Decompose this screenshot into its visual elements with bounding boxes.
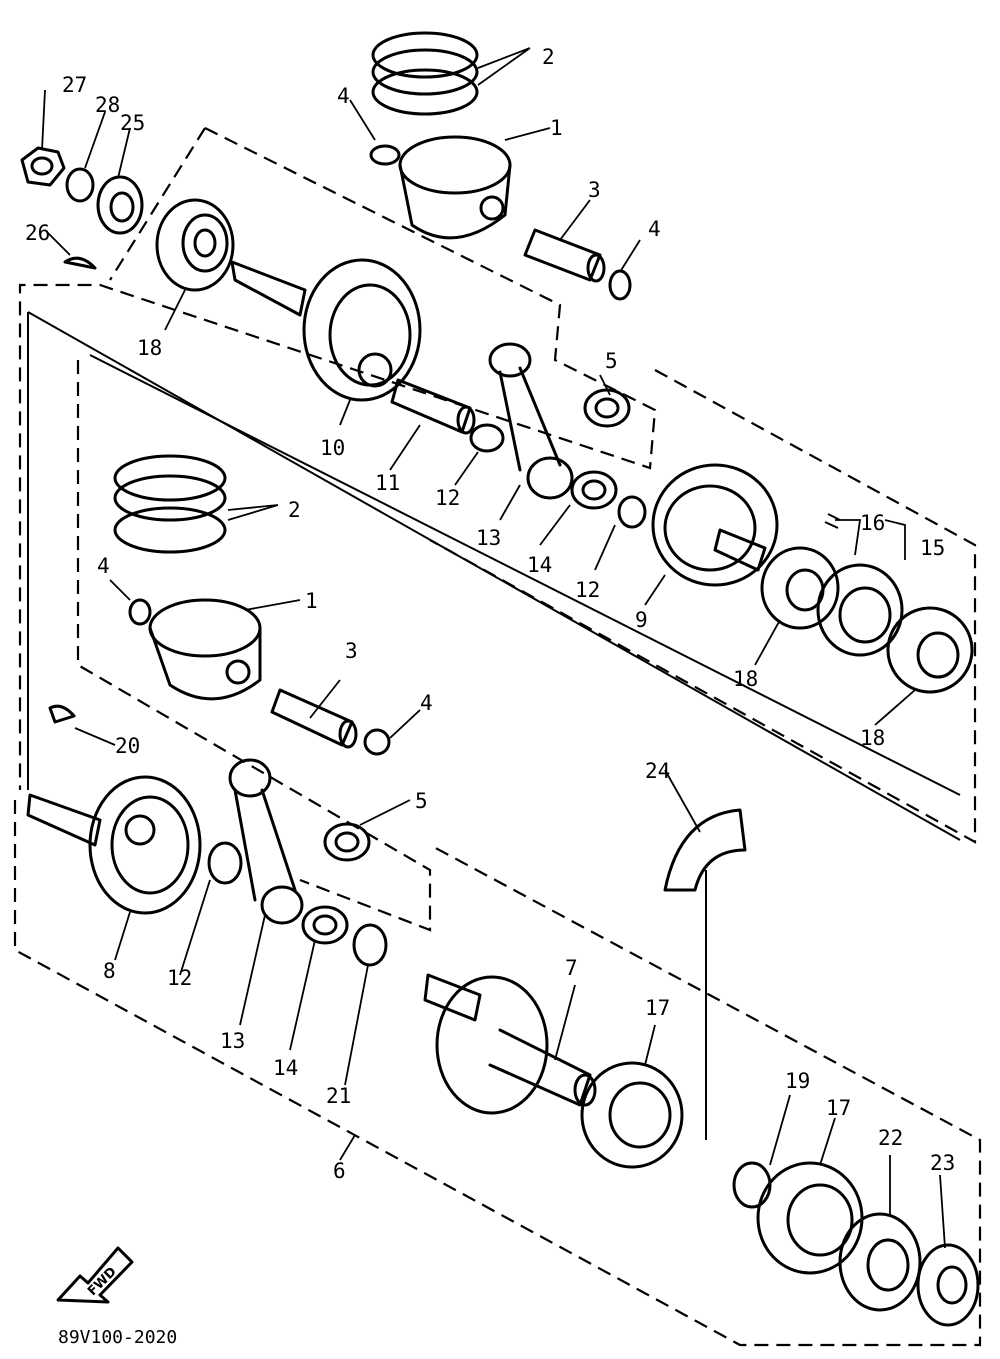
callout-4d: 4 xyxy=(420,691,433,715)
callout-20: 20 xyxy=(115,734,140,758)
circlip-upper-right xyxy=(608,269,632,301)
callout-13a: 13 xyxy=(476,526,501,550)
piston-upper xyxy=(398,135,512,240)
crank-half-10 xyxy=(230,258,422,402)
upper-crank-assembly-boundary xyxy=(18,127,657,790)
callout-12c: 12 xyxy=(167,966,192,990)
circlip-lower-left xyxy=(128,598,152,626)
inner-crank-assembly-boundary xyxy=(76,360,432,932)
callout-2b: 2 xyxy=(288,498,301,522)
woodruff-key-upper xyxy=(63,256,97,270)
callout-23: 23 xyxy=(930,1151,955,1175)
connecting-rod-upper xyxy=(488,342,574,500)
callout-5a: 5 xyxy=(605,349,618,373)
callout-8: 8 xyxy=(103,959,116,983)
bearing-housing-15 xyxy=(816,513,904,657)
fwd-arrow-icon: FWD xyxy=(56,1246,134,1304)
piston-ring-set-lower xyxy=(113,454,227,554)
callout-3a: 3 xyxy=(588,178,601,202)
piston-pin-upper xyxy=(523,228,606,283)
lock-washer xyxy=(65,167,95,203)
callout-11: 11 xyxy=(375,471,400,495)
callout-4c: 4 xyxy=(97,554,110,578)
callout-17a: 17 xyxy=(645,996,670,1020)
callout-18a: 18 xyxy=(137,336,162,360)
callout-4a: 4 xyxy=(337,84,350,108)
crank-pin-11 xyxy=(390,378,476,435)
callout-3b: 3 xyxy=(345,639,358,663)
callout-1a: 1 xyxy=(550,116,563,140)
callout-28: 28 xyxy=(95,93,120,117)
callout-27: 27 xyxy=(62,73,87,97)
thrust-washer-12-upper-b xyxy=(617,495,647,529)
crank-half-8 xyxy=(26,775,202,915)
callout-21: 21 xyxy=(326,1084,351,1108)
crank-set-solid-boundary xyxy=(89,354,961,796)
callout-12a: 12 xyxy=(435,486,460,510)
callout-13b: 13 xyxy=(220,1029,245,1053)
callout-14b: 14 xyxy=(273,1056,298,1080)
oil-seal xyxy=(96,175,144,235)
half-ring-24 xyxy=(663,808,747,892)
needle-bearing-5-upper xyxy=(583,388,631,428)
woodruff-key-lower xyxy=(48,704,76,724)
thrust-washer-21 xyxy=(352,923,388,967)
callout-26: 26 xyxy=(25,221,50,245)
circlip-upper-left xyxy=(369,144,401,166)
piston-pin-lower xyxy=(270,688,358,749)
shim-19 xyxy=(732,1161,772,1209)
bearing-18-right-b xyxy=(886,606,974,694)
needle-bearing-5-lower xyxy=(323,822,371,862)
lower-crank-assembly-boundary xyxy=(13,800,982,1347)
oil-seal-22 xyxy=(838,1212,922,1312)
callout-14a: 14 xyxy=(527,553,552,577)
crank-half-9 xyxy=(651,463,779,587)
bearing-17-lower xyxy=(756,1161,864,1275)
crank-right-half-boundary xyxy=(429,369,977,844)
callout-19: 19 xyxy=(785,1069,810,1093)
diagram-code: 89V100-2020 xyxy=(58,1327,177,1348)
circlip-lower-right xyxy=(363,728,391,756)
callout-labels: 27 28 25 26 18 2 4 1 3 4 5 10 11 12 13 1… xyxy=(25,45,955,1183)
nut xyxy=(20,146,66,187)
callout-15: 15 xyxy=(920,536,945,560)
piston-lower xyxy=(148,598,262,701)
callout-7: 7 xyxy=(565,956,578,980)
callout-9: 9 xyxy=(635,608,648,632)
gear-23 xyxy=(916,1243,980,1327)
callout-1b: 1 xyxy=(305,589,318,613)
bearing-18-upper xyxy=(155,198,235,292)
callout-6: 6 xyxy=(333,1159,346,1183)
callout-10: 10 xyxy=(320,436,345,460)
callout-5b: 5 xyxy=(415,789,428,813)
bearing-17-upper xyxy=(580,1061,684,1169)
callout-22: 22 xyxy=(878,1126,903,1150)
upper-crank-assembly-boundary-2 xyxy=(109,127,206,281)
crank-half-7 xyxy=(423,973,597,1115)
callout-25: 25 xyxy=(120,111,145,135)
thrust-washer-12-upper-a xyxy=(469,423,505,453)
bearing-18-right-a xyxy=(760,546,840,630)
callout-4b: 4 xyxy=(648,217,661,241)
needle-bearing-14-lower xyxy=(301,905,349,945)
thrust-washer-12-lower xyxy=(207,841,243,885)
inner-crank-solid-boundary xyxy=(27,311,961,841)
callout-24: 24 xyxy=(645,759,670,783)
piston-ring-set-upper xyxy=(371,31,479,116)
callout-18c: 18 xyxy=(860,726,885,750)
connecting-rod-lower xyxy=(228,758,304,925)
callout-2a: 2 xyxy=(542,45,555,69)
leader-lines xyxy=(41,47,946,1249)
callout-17b: 17 xyxy=(826,1096,851,1120)
callout-18b: 18 xyxy=(733,667,758,691)
callout-16: 16 xyxy=(860,511,885,535)
needle-bearing-14-upper xyxy=(570,470,618,510)
callout-12b: 12 xyxy=(575,578,600,602)
